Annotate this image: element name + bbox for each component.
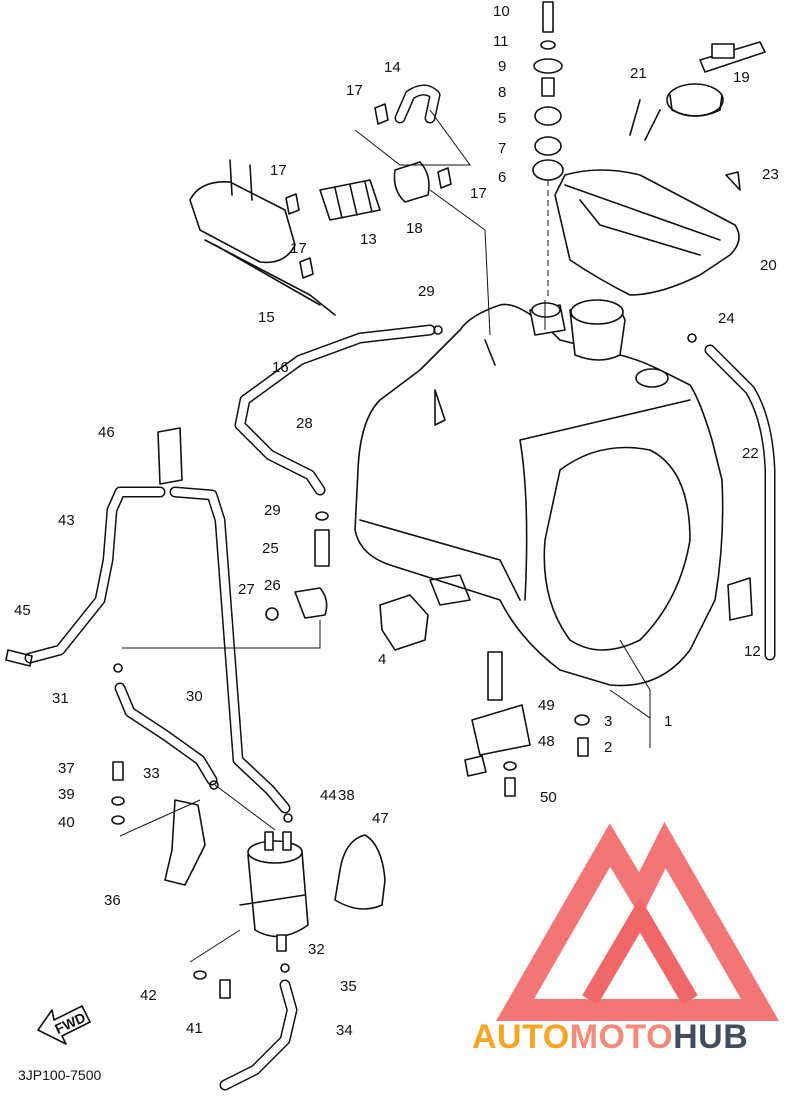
- callout-39: 39: [58, 786, 75, 803]
- callout-labels: 1234567891011121314151617171717181920212…: [14, 3, 779, 1039]
- callout-12: 12: [744, 643, 761, 660]
- callout-24: 24: [718, 310, 735, 327]
- cover-45: [334, 834, 386, 910]
- watermark-part-3: HUB: [673, 1018, 748, 1056]
- callout-17: 17: [470, 185, 487, 202]
- callout-35: 35: [340, 978, 357, 995]
- callout-17: 17: [290, 240, 307, 257]
- diagram-code: 3JP100-7500: [18, 1067, 102, 1083]
- callout-28: 28: [296, 415, 313, 432]
- callout-17: 17: [346, 82, 363, 99]
- callout-50: 50: [540, 789, 557, 806]
- fuel-pump-part: [189, 159, 336, 316]
- callout-32: 32: [308, 941, 325, 958]
- hose-34: [219, 979, 298, 1091]
- callout-16: 16: [272, 359, 289, 376]
- callout-37: 37: [58, 760, 75, 777]
- callout-13: 13: [360, 231, 377, 248]
- watermark-logo-icon: [495, 821, 780, 1021]
- damper-4: [379, 594, 429, 651]
- callout-9: 9: [498, 58, 506, 75]
- callout-49: 49: [538, 697, 555, 714]
- hose-14: [394, 84, 441, 124]
- fuel-tank-body: [354, 299, 724, 687]
- callout-48: 48: [538, 733, 555, 750]
- fwd-arrow-icon: FWD: [37, 1005, 91, 1045]
- callout-46: 46: [98, 424, 115, 441]
- callout-43: 43: [58, 512, 75, 529]
- hose-joint-18: [393, 161, 430, 203]
- callout-36: 36: [104, 892, 121, 909]
- callout-40: 40: [58, 814, 75, 831]
- callout-26: 26: [264, 577, 281, 594]
- hose-22: [704, 344, 776, 661]
- callout-10: 10: [493, 3, 510, 20]
- callout-38: 38: [338, 787, 355, 804]
- callout-21: 21: [630, 65, 647, 82]
- callout-23: 23: [762, 166, 779, 183]
- callout-42: 42: [140, 987, 157, 1004]
- clamp-26: [294, 587, 328, 619]
- callout-14: 14: [384, 59, 401, 76]
- fuel-filter-13: [319, 179, 381, 221]
- hose-44: [169, 486, 291, 814]
- callout-30: 30: [186, 688, 203, 705]
- watermark-text: AUTOMOTOHUB: [472, 1018, 748, 1056]
- callout-29: 29: [264, 502, 281, 519]
- fasteners: [111, 103, 741, 999]
- callout-45: 45: [14, 602, 31, 619]
- hose-42: [5, 486, 166, 667]
- fuel-cock-part: [464, 651, 531, 777]
- callout-5: 5: [498, 110, 506, 127]
- tray-part: [554, 99, 740, 296]
- callout-47: 47: [372, 810, 389, 827]
- clip-46: [157, 427, 183, 485]
- callout-7: 7: [498, 140, 506, 157]
- callout-33: 33: [143, 765, 160, 782]
- callout-29: 29: [418, 283, 435, 300]
- callout-8: 8: [498, 84, 506, 101]
- callout-19: 19: [733, 69, 750, 86]
- callout-41: 41: [186, 1020, 203, 1037]
- hose-30: [114, 682, 218, 786]
- washer-stack-part: [532, 1, 564, 300]
- watermark-part-2: MOTO: [570, 1018, 673, 1056]
- callout-34: 34: [336, 1022, 353, 1039]
- callout-15: 15: [258, 309, 275, 326]
- watermark-part-1: AUTO: [472, 1018, 570, 1056]
- fuel-filter-32: [239, 831, 309, 952]
- callout-1: 1: [664, 713, 672, 730]
- clip-12: [727, 577, 753, 621]
- callout-2: 2: [604, 739, 612, 756]
- fuel-cap-part: [666, 41, 766, 117]
- callout-20: 20: [760, 257, 777, 274]
- callout-25: 25: [262, 540, 279, 557]
- leader-lines: [119, 109, 651, 963]
- callout-22: 22: [742, 445, 759, 462]
- callout-6: 6: [498, 169, 506, 186]
- callout-3: 3: [604, 713, 612, 730]
- callout-4: 4: [378, 651, 386, 668]
- callout-27: 27: [238, 581, 255, 598]
- callout-31: 31: [52, 690, 69, 707]
- bracket-36: [164, 799, 206, 886]
- callout-18: 18: [406, 220, 423, 237]
- hose-28: [234, 324, 436, 496]
- callout-11: 11: [493, 33, 509, 50]
- callout-17: 17: [270, 162, 287, 179]
- callout-44: 44: [320, 787, 337, 804]
